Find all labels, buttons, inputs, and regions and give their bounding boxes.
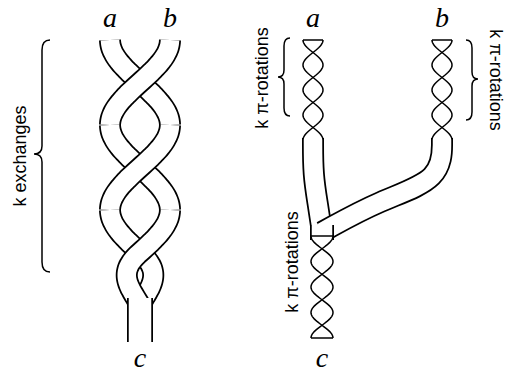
ribbon-face xyxy=(311,236,333,338)
ribbon-edge xyxy=(303,40,323,140)
ribbon-face xyxy=(129,298,152,342)
ribbon-face xyxy=(322,138,442,232)
ribbon-edge xyxy=(432,40,452,140)
anyon-label: a xyxy=(103,4,117,32)
ribbon-edge xyxy=(432,40,452,140)
bracket xyxy=(34,40,50,272)
ribbon-edge xyxy=(311,236,333,338)
ribbon-face xyxy=(110,125,170,210)
ribbon-edge xyxy=(313,138,322,232)
braided-ribbons xyxy=(110,40,170,342)
ribbon-face xyxy=(110,40,170,125)
ribbon-edge xyxy=(110,125,170,210)
ribbon-face xyxy=(110,125,170,210)
ribbon-end xyxy=(311,235,333,237)
ribbon-edge xyxy=(127,210,170,305)
anyon-label: b xyxy=(435,4,449,32)
anyon-label: c xyxy=(134,344,146,372)
ribbon-edge xyxy=(110,40,170,125)
ribbon-edge xyxy=(303,40,323,140)
ribbon-edge xyxy=(110,40,170,125)
anyon-label: b xyxy=(163,4,177,32)
bracket xyxy=(278,38,290,116)
bracket-label: k π-rotations xyxy=(283,211,301,312)
ribbon-face xyxy=(127,210,170,305)
bracket xyxy=(466,40,478,120)
bracket-label: k π-rotations xyxy=(487,29,505,130)
ribbon-face xyxy=(313,138,322,232)
ribbon-edge xyxy=(311,236,333,338)
ribbon-edge xyxy=(127,298,153,342)
ribbon-face xyxy=(110,40,170,125)
ribbon-end xyxy=(311,337,333,339)
ribbon-edge xyxy=(110,125,170,210)
ribbon-end xyxy=(303,39,323,41)
ribbon-face xyxy=(303,40,323,140)
ribbon-face xyxy=(432,40,452,140)
bracket-label: k exchanges xyxy=(11,105,29,206)
anyon-label: c xyxy=(316,344,328,372)
ribbon-edge xyxy=(322,138,442,232)
bracket-label: k π-rotations xyxy=(253,27,271,128)
anyon-label: a xyxy=(306,4,320,32)
ribbon-end xyxy=(432,39,452,41)
twisted-ribbons xyxy=(303,40,452,338)
